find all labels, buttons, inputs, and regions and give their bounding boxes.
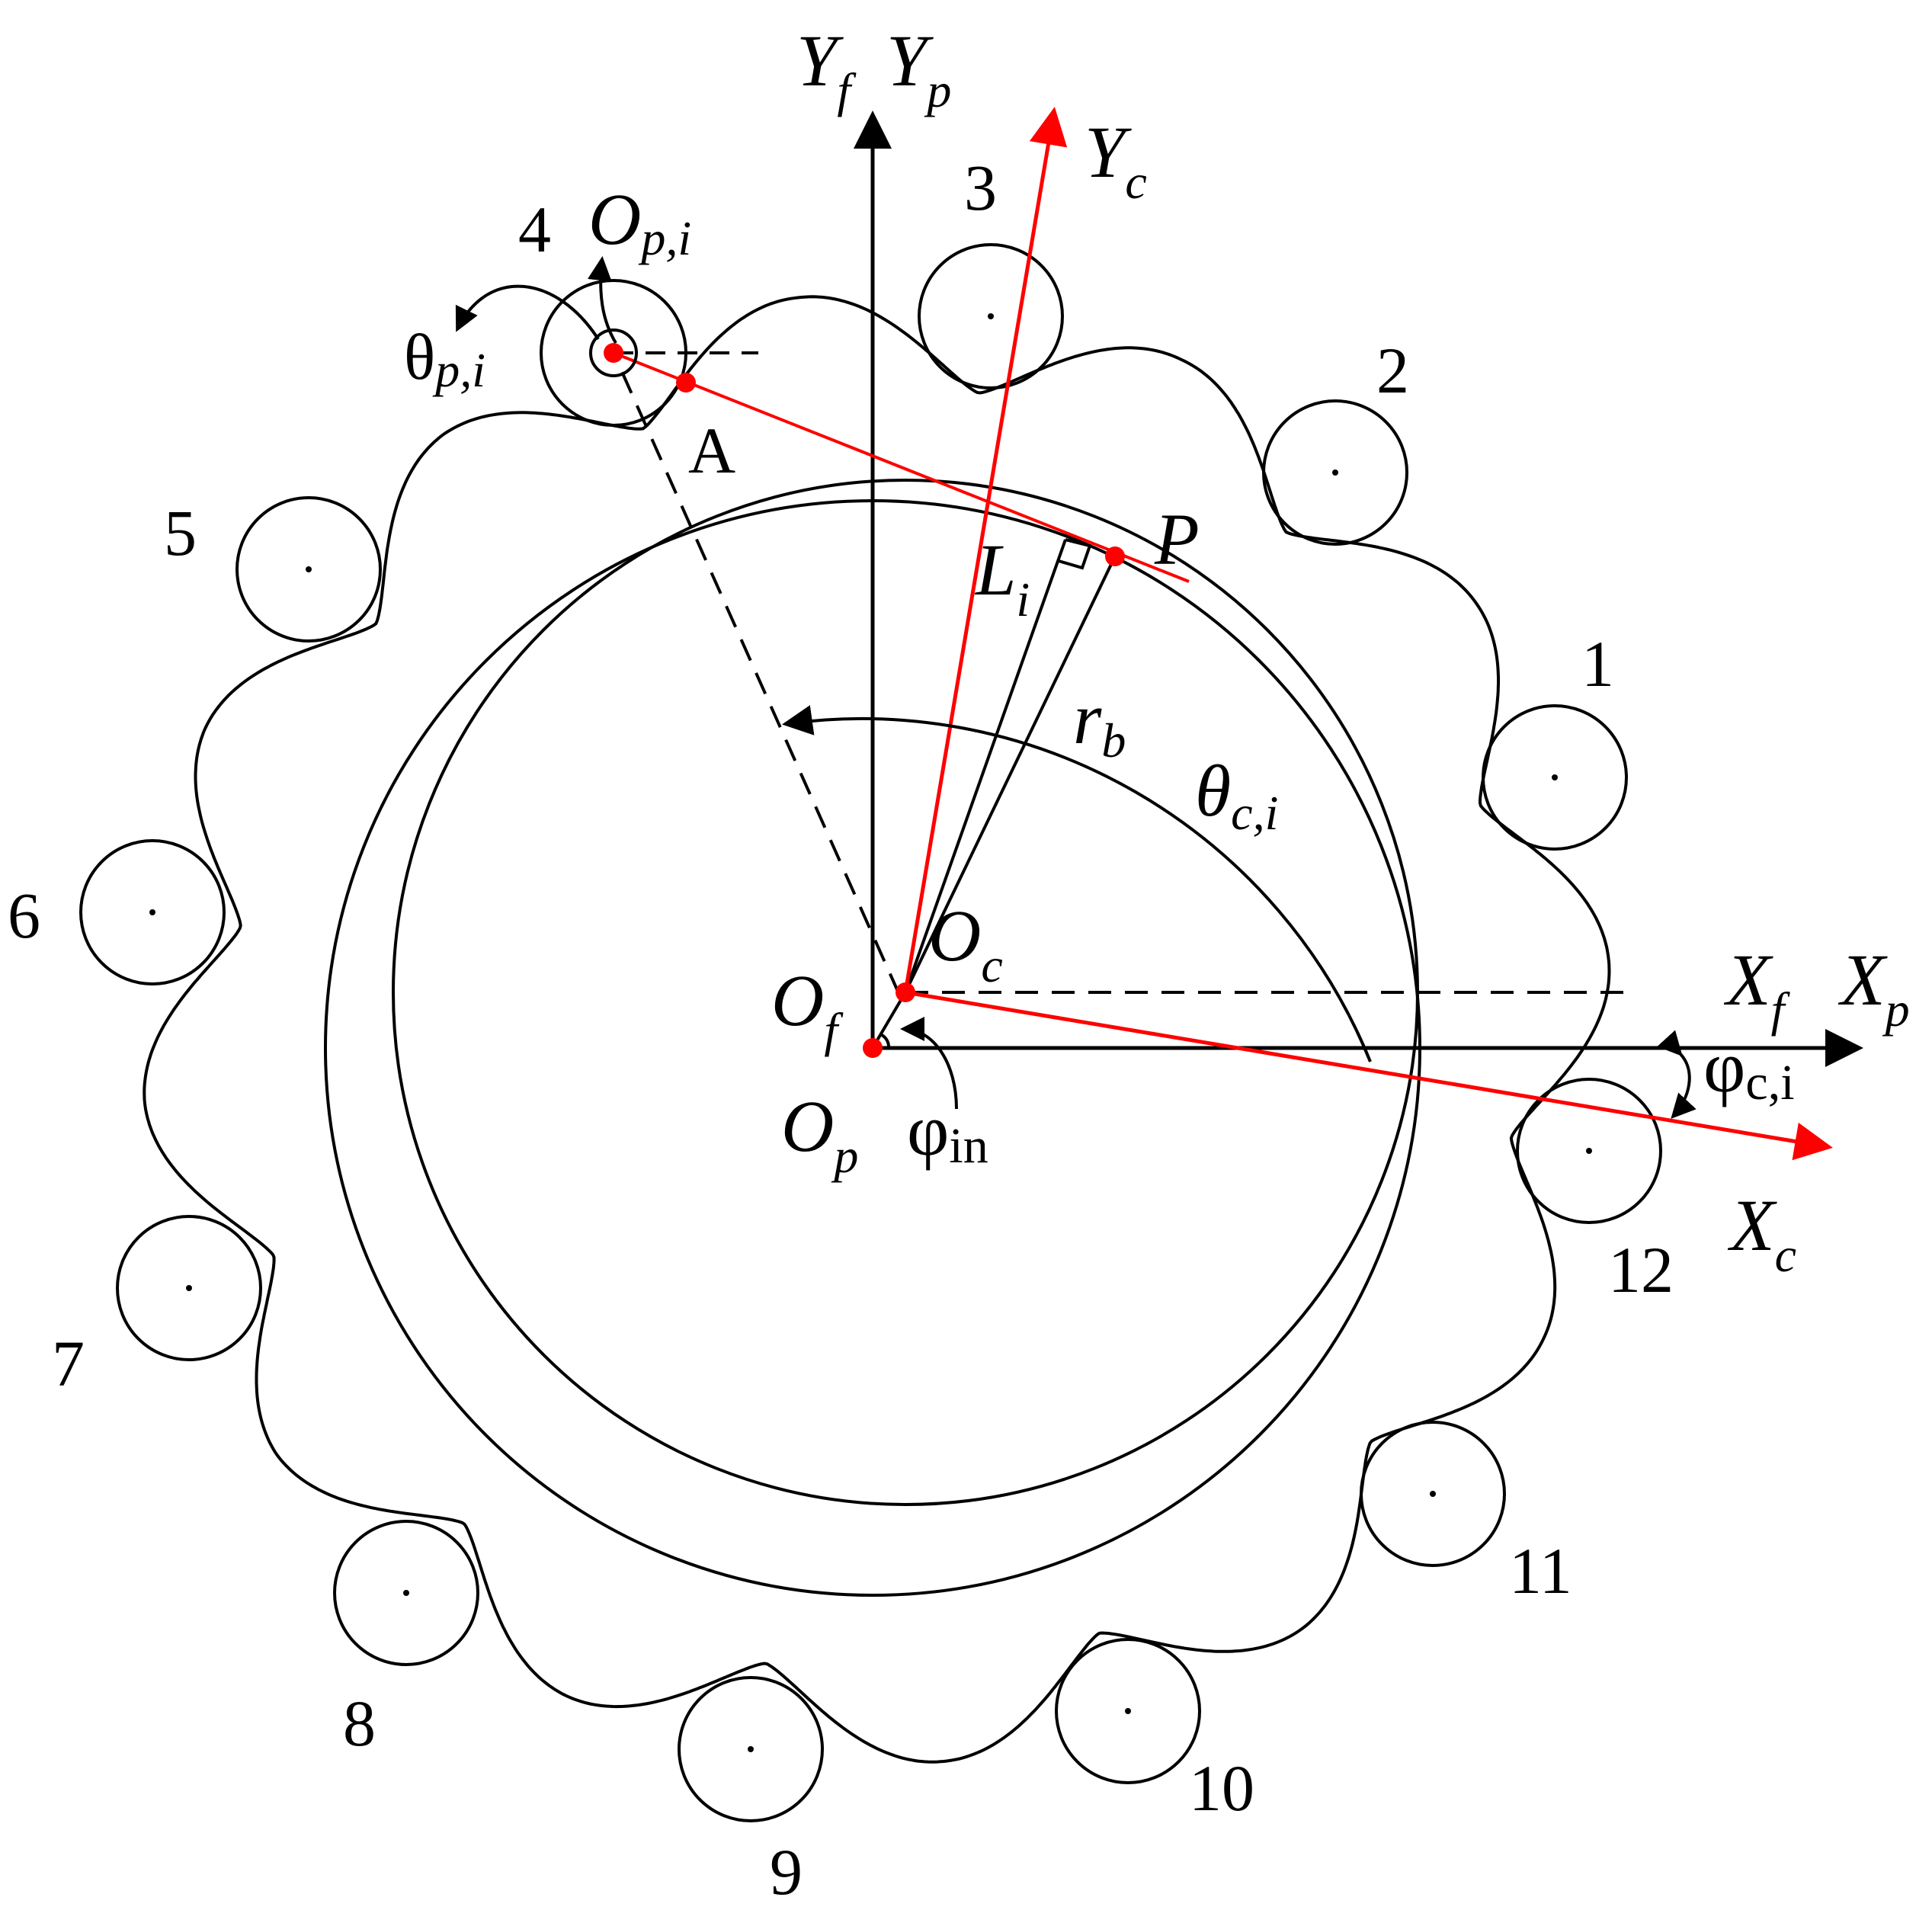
pin-center-dot-9 xyxy=(748,1746,754,1752)
x-c-axis xyxy=(905,990,1833,1161)
point-a xyxy=(676,373,696,393)
point-p xyxy=(1105,546,1125,566)
label-y-f: Yf xyxy=(796,20,857,117)
point-of xyxy=(863,1038,883,1058)
pin-center-dot-8 xyxy=(403,1590,409,1596)
label-x-c: Xc xyxy=(1727,1184,1796,1282)
pin-circle-9 xyxy=(678,1676,824,1822)
label-theta-p-i: θp,i xyxy=(404,320,485,397)
pin-circle-3 xyxy=(918,243,1064,389)
pin-number-9: 9 xyxy=(770,1835,803,1908)
label-r-b: rb xyxy=(1073,678,1126,768)
label-a: A xyxy=(688,414,735,487)
pin-number-labels: 1 2 3 4 5 6 7 8 9 10 11 12 xyxy=(8,151,1674,1908)
label-y-p: Yp xyxy=(886,20,951,117)
label-x-f: Xf xyxy=(1723,939,1791,1037)
cycloid-profile xyxy=(143,295,1611,1764)
dashed-pin-radius xyxy=(612,352,901,995)
label-y-c: Yc xyxy=(1085,111,1147,209)
theta-ci-arc xyxy=(782,705,1372,1062)
label-o-p-i: Op,i xyxy=(588,178,691,265)
label-phi-in: φin xyxy=(907,1089,988,1174)
pin-number-1: 1 xyxy=(1581,627,1614,700)
line-eccentric xyxy=(871,991,907,1050)
pin-circle-8 xyxy=(333,1520,479,1666)
line-rb xyxy=(904,556,1117,993)
o-pi-arrow xyxy=(588,256,617,345)
pin-number-5: 5 xyxy=(164,496,197,569)
pin-number-11: 11 xyxy=(1509,1534,1572,1607)
label-x-p: Xp xyxy=(1837,939,1910,1037)
pin-ring xyxy=(79,243,1662,1822)
pin-center-dot-10 xyxy=(1125,1708,1131,1714)
pin-center-dot-3 xyxy=(988,313,994,319)
pin-circle-2 xyxy=(1262,399,1408,546)
pin-center-dot-6 xyxy=(149,909,155,915)
pin-center-dot-2 xyxy=(1332,469,1338,476)
pin-number-3: 3 xyxy=(964,151,997,224)
pin-number-4: 4 xyxy=(518,193,551,266)
label-o-f: Of xyxy=(771,960,844,1057)
pin-number-8: 8 xyxy=(343,1687,376,1760)
label-l-i: Li xyxy=(974,529,1030,627)
pin4-inner-ring xyxy=(589,328,638,377)
pin-number-2: 2 xyxy=(1376,334,1409,407)
pin-circle-1 xyxy=(1482,704,1628,851)
phi-ci-arc xyxy=(1657,1030,1697,1119)
point-oc xyxy=(896,982,915,1002)
label-o-p: Op xyxy=(781,1085,858,1183)
y-c-axis xyxy=(903,107,1068,993)
label-theta-c-i: θc,i xyxy=(1195,750,1278,840)
pin-center-dot-12 xyxy=(1586,1148,1592,1154)
contact-line xyxy=(613,351,1190,583)
pin-circle-12 xyxy=(1516,1078,1662,1224)
phi-in-corner-arc xyxy=(880,1034,891,1049)
pin-number-6: 6 xyxy=(8,879,40,952)
label-p: P xyxy=(1154,498,1200,580)
pin-circle-11 xyxy=(1360,1421,1506,1567)
pin-circle-5 xyxy=(235,496,382,643)
label-phi-c-i: φc,i xyxy=(1703,1026,1795,1110)
label-o-c: Oc xyxy=(928,895,1003,992)
pin-circle-6 xyxy=(79,839,226,985)
pin-circle-10 xyxy=(1055,1638,1201,1784)
pin-number-10: 10 xyxy=(1189,1751,1254,1825)
phi-in-arc xyxy=(900,1017,958,1110)
pin-circle-7 xyxy=(116,1215,262,1361)
theta-pi-arc xyxy=(455,284,600,341)
pin4-center-point xyxy=(604,343,623,363)
pin-center-dot-7 xyxy=(186,1285,192,1291)
line-li xyxy=(904,539,1067,993)
right-angle-mark xyxy=(1058,538,1092,570)
pin-center-dot-5 xyxy=(306,566,312,572)
pin-number-12: 12 xyxy=(1608,1233,1674,1306)
pin-number-7: 7 xyxy=(52,1327,85,1400)
pin-center-dot-1 xyxy=(1552,774,1558,780)
pin-center-dot-11 xyxy=(1430,1491,1436,1497)
